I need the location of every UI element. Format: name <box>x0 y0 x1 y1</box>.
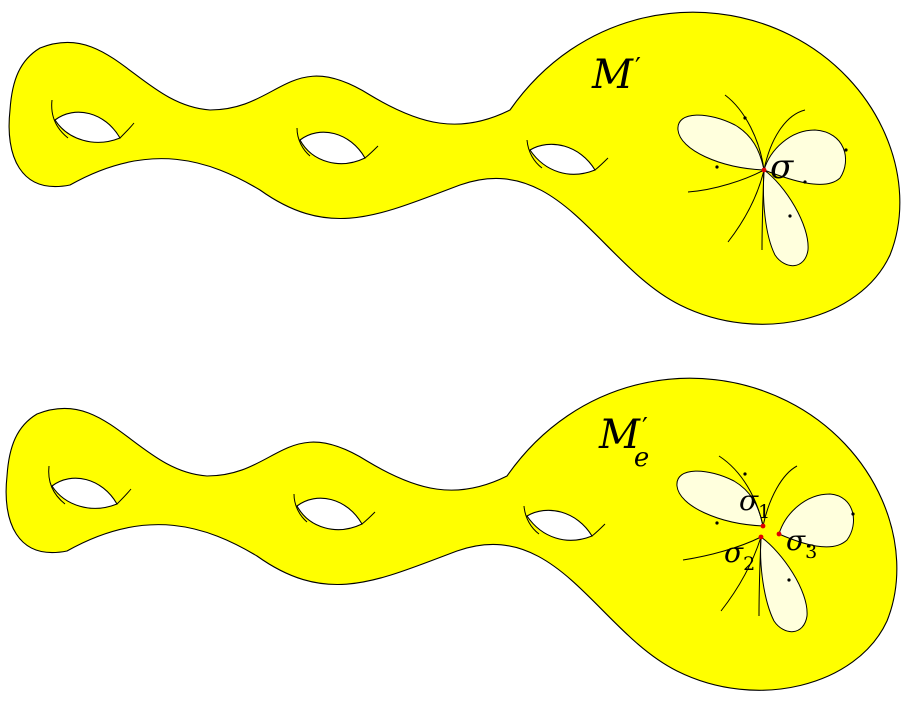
petal-bottom-bottom <box>760 536 808 633</box>
petal-bottom-top <box>762 169 809 267</box>
sigma-1-label: σ1 <box>739 484 770 523</box>
sigma-label: σ <box>770 147 794 187</box>
handle-2-bottom <box>293 493 376 531</box>
handle-2-top <box>296 127 379 165</box>
genus-surface-top <box>8 11 901 325</box>
sigma-3-label: σ3 <box>786 524 817 563</box>
singular-point-sigma-1 <box>760 523 766 529</box>
handle-3-bottom <box>523 505 606 541</box>
petal-upper-left-bottom <box>676 470 764 527</box>
singular-point-sigma-3 <box>776 531 782 537</box>
petal-flower-bottom <box>676 455 855 633</box>
panel-m-prime: M′ σ <box>8 11 901 325</box>
sigma-2-label: σ2 <box>724 536 755 575</box>
petal-upper-left-top <box>677 114 765 171</box>
handle-1-top <box>51 99 135 143</box>
petal-upper-right-bottom <box>778 493 854 548</box>
petal-flower-top <box>677 94 848 267</box>
surface-label-bottom: M′e <box>598 412 649 473</box>
surface-label-top: M′ <box>591 52 641 98</box>
genus-surface-bottom <box>5 377 898 691</box>
petal-upper-right-top <box>763 129 847 185</box>
handle-3-top <box>526 139 609 175</box>
handle-1-bottom <box>48 465 132 509</box>
singular-point-sigma-2 <box>758 534 764 540</box>
singular-point-sigma <box>761 167 767 173</box>
panel-m-prime-e: M′e σ1 σ2 σ3 <box>5 377 898 691</box>
